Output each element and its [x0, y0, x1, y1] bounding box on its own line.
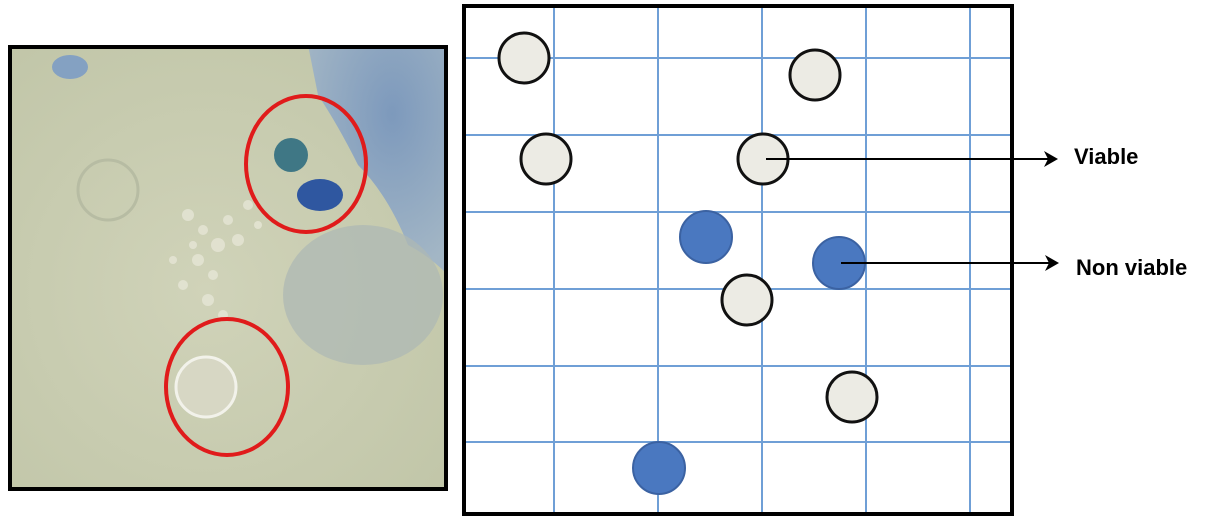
non-viable-label: Non viable	[1076, 255, 1187, 281]
viable-label: Viable	[1074, 144, 1138, 170]
